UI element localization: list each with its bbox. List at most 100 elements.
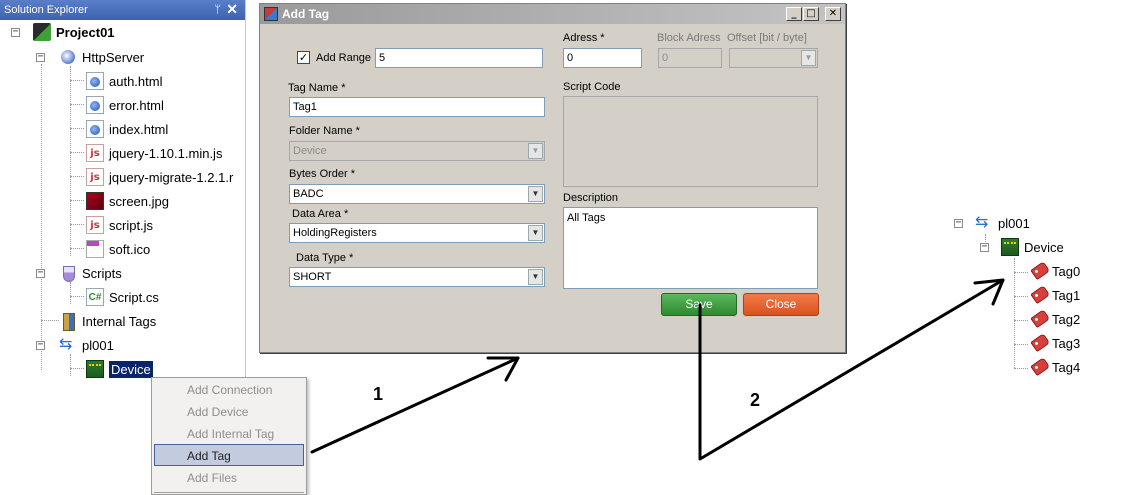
collapse-toggle[interactable]: − [980,241,989,252]
menu-item-add-tag[interactable]: Add Tag [154,444,304,466]
tree-item-connection[interactable]: pl001 [975,212,1030,234]
tag-icon [1025,258,1050,283]
tree-line [985,234,986,248]
tag-icon [1025,354,1050,379]
maximize-icon[interactable]: □ [803,7,819,21]
solution-explorer-panel: Solution Explorer ᛘ ✕ − Project01 − Htt [0,0,246,390]
tree-item-file[interactable]: js jquery-migrate-1.2.1.r [86,166,233,188]
data-type-select[interactable]: SHORT ▼ [289,267,545,287]
tree-line [70,104,84,105]
description-textarea[interactable]: All Tags [563,207,818,289]
tree-line [1014,368,1028,369]
collapse-toggle[interactable]: − [11,26,20,37]
minimize-icon[interactable]: _ [786,7,802,21]
project-icon [33,23,51,41]
html-page-icon [86,120,104,138]
tree-item-tag[interactable]: Tag1 [1029,284,1080,306]
tag-name-input[interactable]: Tag1 [289,97,545,117]
device-icon [1001,238,1019,256]
tree-item-scripts[interactable]: Scripts [59,262,122,284]
tree-item-device[interactable]: Device [1001,236,1064,258]
add-range-input[interactable]: 5 [375,48,543,68]
chevron-down-icon: ▼ [528,269,543,285]
collapse-toggle[interactable]: − [954,217,963,228]
tree-item-project[interactable]: Project01 [33,21,115,43]
folder-name-select[interactable]: Device ▼ [289,141,545,161]
description-label: Description [563,192,619,204]
close-button[interactable]: Close [743,293,819,316]
dialog-titlebar: Add Tag _ □ ✕ [260,4,845,24]
pin-icon[interactable]: ᛘ [214,4,221,16]
menu-item-add-device[interactable]: Add Device [187,405,249,419]
collapse-toggle[interactable]: − [36,267,45,278]
tree-item-file[interactable]: js jquery-1.10.1.min.js [86,142,222,164]
tree-line [70,176,84,177]
tree-line [1014,320,1028,321]
collapse-toggle[interactable]: − [36,339,45,350]
tree-line [41,320,59,321]
script-code-label: Script Code [563,81,621,93]
tree-item-tag[interactable]: Tag2 [1029,308,1080,330]
tree-item-internal-tags[interactable]: Internal Tags [59,310,156,332]
offset-select[interactable]: ▼ [729,48,818,68]
arrowhead-step-1 [486,356,520,382]
tree-item-tag[interactable]: Tag4 [1029,356,1080,378]
device-icon [86,360,104,378]
result-tree: − pl001 − Device Tag0 Tag1 Tag2 Tag3 Tag… [945,210,1095,380]
tree-line [1014,296,1028,297]
tree-item-file[interactable]: auth.html [86,70,162,92]
solution-explorer-title: Solution Explorer [4,4,88,16]
connection-icon [59,334,77,354]
data-area-select[interactable]: HoldingRegisters ▼ [289,223,545,243]
tree-line [1014,272,1028,273]
tree-line [70,282,71,304]
data-type-label: Data Type * [296,252,354,264]
tree-item-file[interactable]: screen.jpg [86,190,169,212]
script-code-textarea[interactable] [563,96,818,187]
tree-item-file[interactable]: index.html [86,118,168,140]
address-input[interactable]: 0 [563,48,642,68]
tree-item-file[interactable]: C# Script.cs [86,286,159,308]
tree-line [41,64,42,370]
tree-item-httpserver[interactable]: HttpServer [59,46,144,68]
menu-separator [154,492,304,493]
tree-item-connection[interactable]: pl001 [59,334,114,356]
flask-icon [59,264,77,282]
tag-name-label: Tag Name * [288,82,346,94]
offset-label: Offset [bit / byte] [727,32,807,44]
menu-item-add-connection[interactable]: Add Connection [187,383,273,397]
close-icon[interactable]: ✕ [226,1,238,17]
collapse-toggle[interactable]: − [36,51,45,62]
tree-line [70,248,84,249]
tag-icon [1025,282,1050,307]
close-icon[interactable]: ✕ [825,7,841,21]
tree-line [70,354,71,376]
tree-item-file[interactable]: soft.ico [86,238,150,260]
tree-line [70,66,71,256]
save-button[interactable]: Save [661,293,737,316]
chevron-down-icon: ▼ [528,143,543,159]
add-range-checkbox[interactable]: ✓ [297,51,310,64]
block-address-label: Block Adress [657,32,721,44]
tree-line [70,200,84,201]
tree-item-tag[interactable]: Tag0 [1029,260,1080,282]
tree-item-tag[interactable]: Tag3 [1029,332,1080,354]
step-label-2: 2 [750,390,761,410]
address-label: Adress * [563,32,605,44]
block-address-input[interactable]: 0 [658,48,722,68]
chevron-down-icon: ▼ [528,186,543,202]
bytes-order-select[interactable]: BADC ▼ [289,184,545,204]
menu-item-add-files[interactable]: Add Files [187,471,238,485]
tree-item-file[interactable]: error.html [86,94,164,116]
tree-line [1014,258,1015,368]
internal-tags-icon [59,312,77,331]
tree-line [70,296,84,297]
tree-item-file[interactable]: js script.js [86,214,153,236]
menu-item-add-internal-tag[interactable]: Add Internal Tag [187,427,275,441]
tree-line [70,80,84,81]
bytes-order-label: Bytes Order * [289,168,356,180]
image-file-icon [86,192,104,210]
data-area-label: Data Area * [292,208,349,220]
tree-item-device[interactable]: Device [86,358,153,380]
server-icon [59,48,77,66]
